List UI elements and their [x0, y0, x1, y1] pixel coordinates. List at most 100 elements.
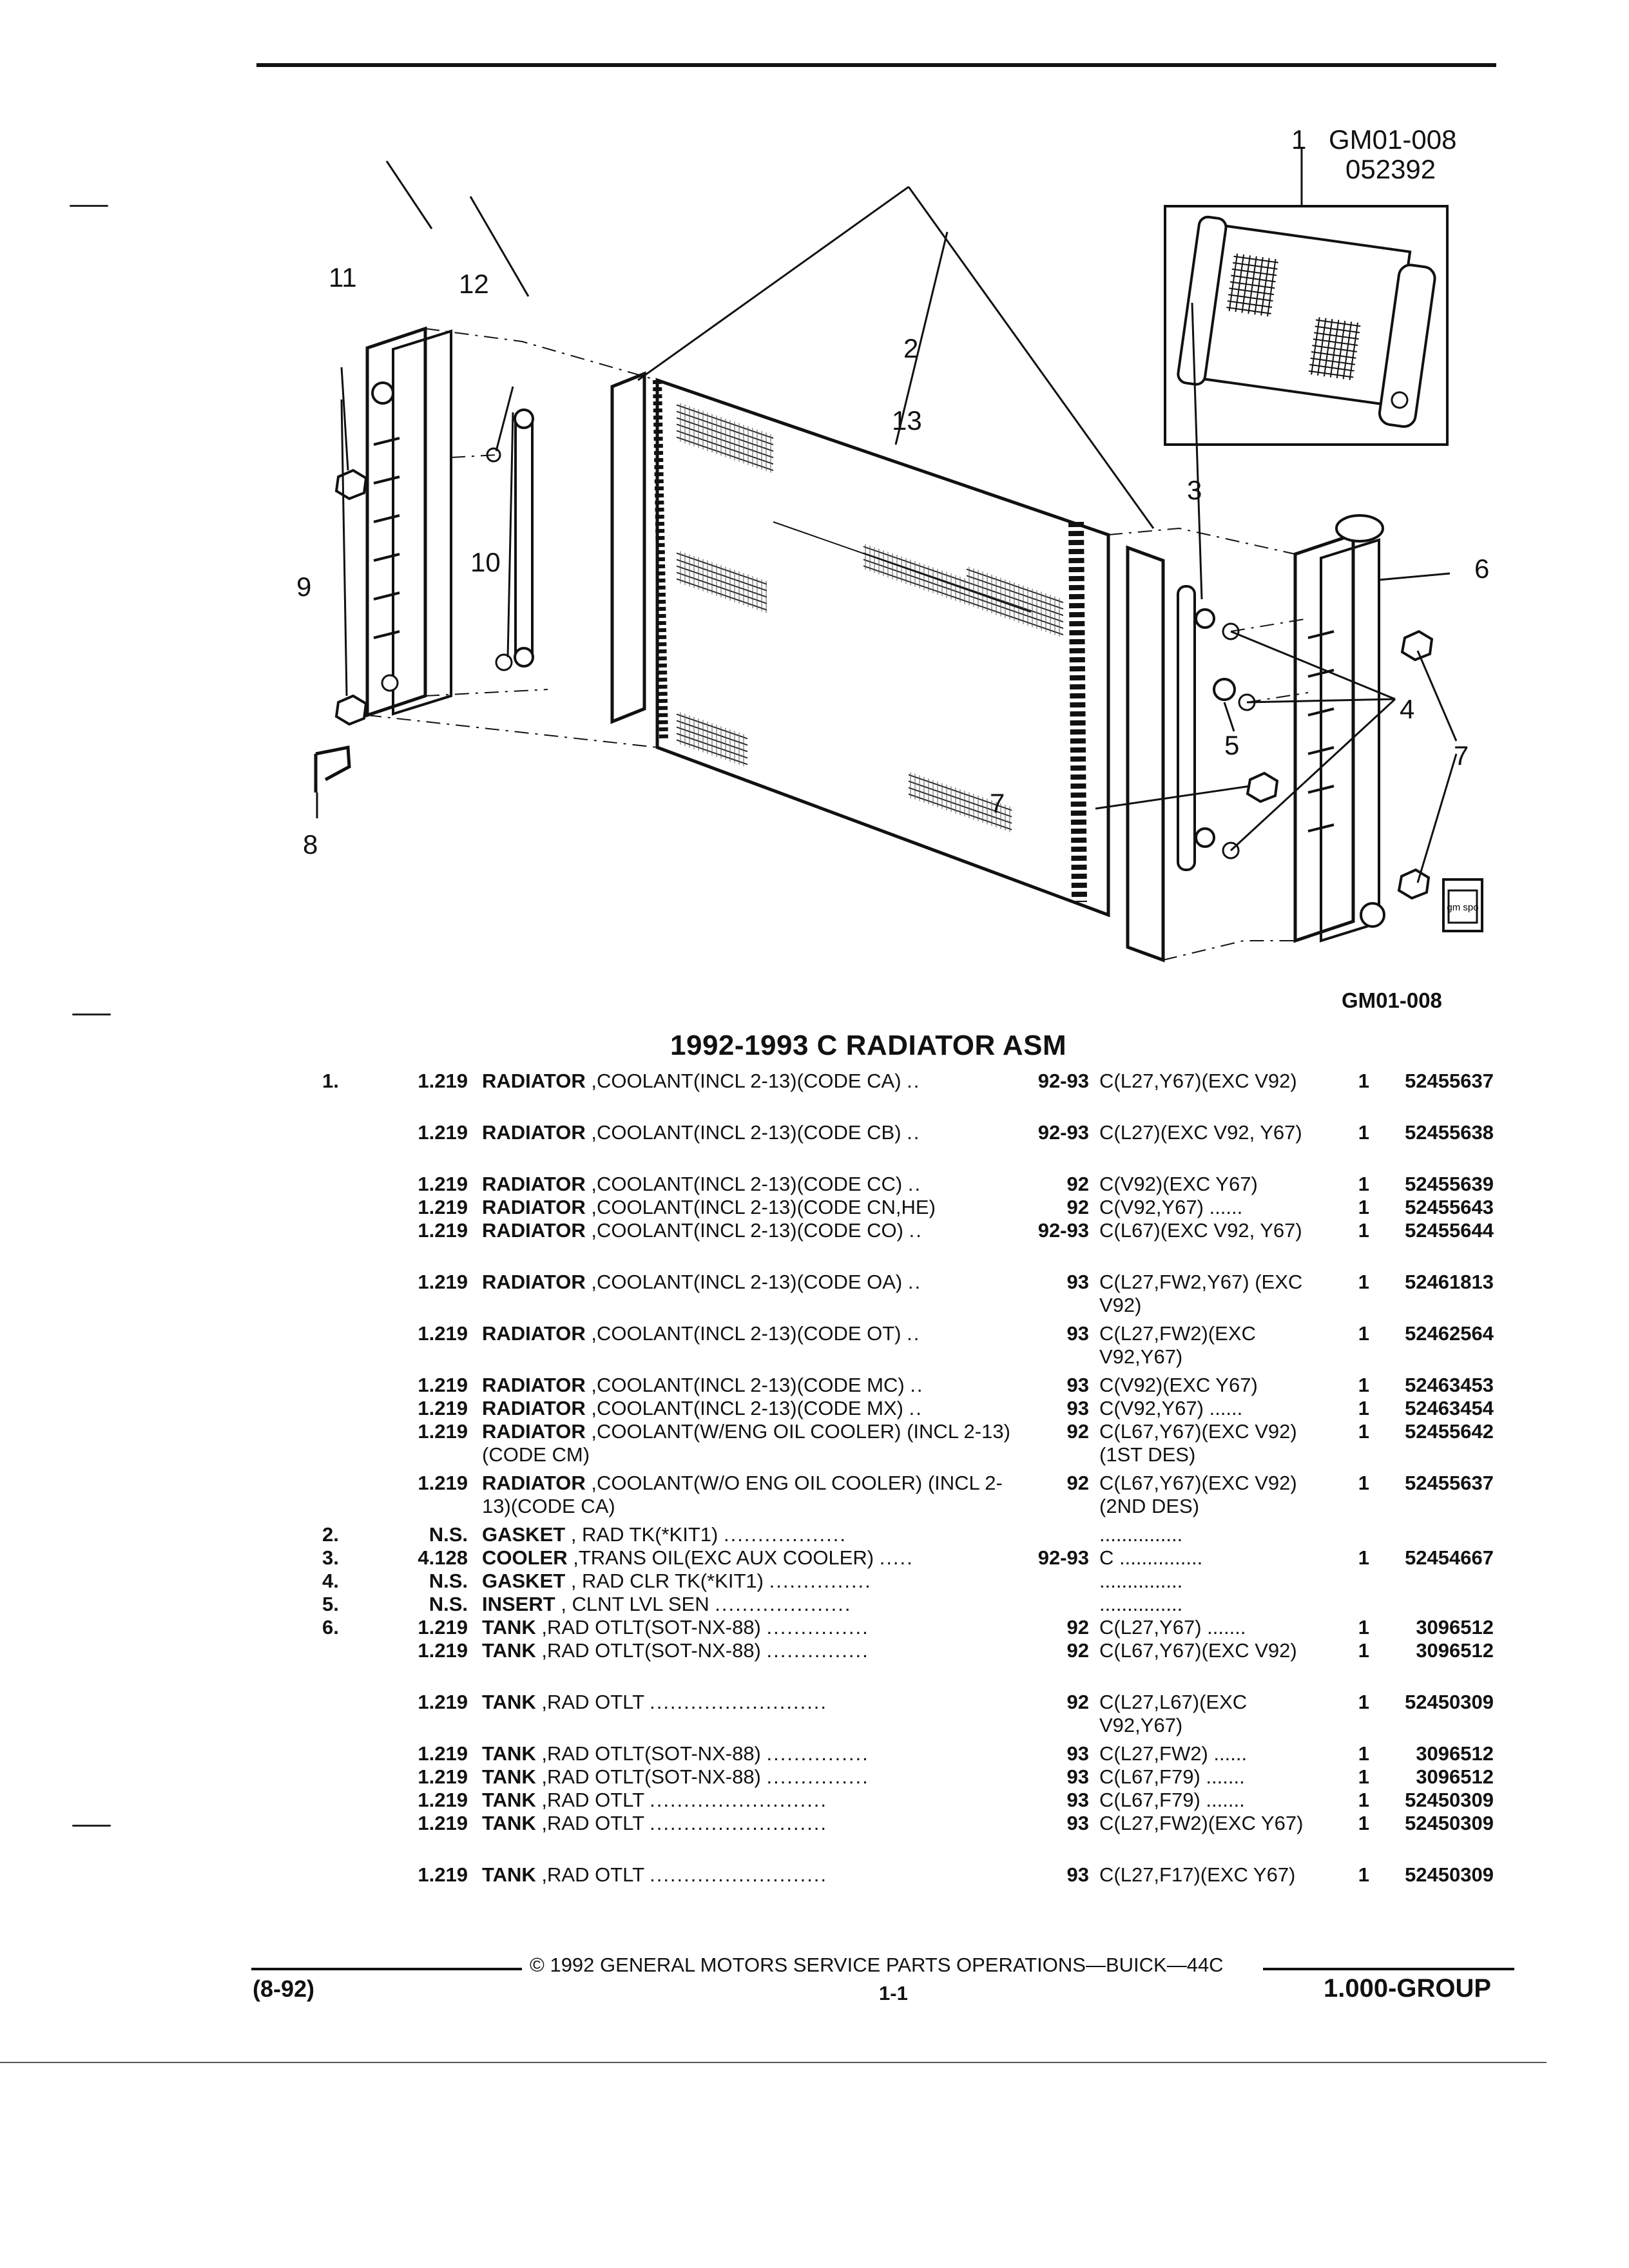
group-number: 1.219 — [418, 1374, 468, 1396]
part-number: 52455639 — [1405, 1173, 1494, 1195]
item-number: 2. — [322, 1523, 339, 1546]
logo-text: gm spo — [1447, 902, 1478, 913]
dot-leader: .. — [907, 1271, 922, 1293]
part-number: 52450309 — [1405, 1789, 1494, 1811]
application: C(L67)(EXC V92, Y67) — [1099, 1219, 1302, 1242]
part-detail: , CLNT LVL SEN — [561, 1593, 709, 1615]
part-detail: ,RAD OTLT(SOT-NX-88) — [541, 1616, 761, 1639]
part-description: RADIATOR ,COOLANT(INCL 2-13)(CODE OA) .. — [482, 1271, 1010, 1294]
part-name: TANK — [482, 1863, 536, 1886]
part-name: GASKET — [482, 1570, 566, 1592]
dot-leader: .......................... — [650, 1812, 828, 1834]
inset-callout: 1 — [1291, 124, 1307, 155]
quantity: 1 — [1358, 1812, 1369, 1834]
part-detail: ,COOLANT(INCL 2-13)(CODE CO) — [591, 1219, 903, 1242]
model-years: 93 — [1066, 1322, 1089, 1345]
footer-rule-right — [1263, 1968, 1514, 1970]
inset-code: GM01-008 — [1329, 124, 1457, 155]
callout-8: 8 — [303, 829, 318, 860]
group-number: N.S. — [429, 1593, 468, 1615]
part-number: 52463454 — [1405, 1397, 1494, 1419]
part-number: 52463453 — [1405, 1374, 1494, 1396]
part-name: GASKET — [482, 1523, 566, 1546]
quantity: 1 — [1358, 1271, 1369, 1293]
part-name: TANK — [482, 1765, 536, 1788]
margin-mark — [72, 1014, 111, 1015]
group-number: 1.219 — [418, 1219, 468, 1242]
model-years: 93 — [1066, 1765, 1089, 1788]
part-number: 52455644 — [1405, 1219, 1494, 1242]
footer-date: (8-92) — [253, 1975, 315, 2002]
radiator-exploded-diagram: gm spo — [314, 148, 1483, 963]
left-radiator-tank — [365, 326, 452, 718]
part-number: 52455638 — [1405, 1121, 1494, 1144]
dot-leader: .......................... — [650, 1863, 828, 1886]
part-name: TANK — [482, 1789, 536, 1811]
footer-rule-left — [251, 1968, 522, 1970]
group-number: 1.219 — [418, 1397, 468, 1419]
item-number: 6. — [322, 1616, 339, 1639]
group-number: 1.219 — [418, 1616, 468, 1639]
part-detail: ,COOLANT(INCL 2-13)(CODE CB) — [591, 1121, 901, 1144]
group-number: N.S. — [429, 1570, 468, 1592]
part-description: RADIATOR ,COOLANT(W/O ENG OIL COOLER) (I… — [482, 1472, 1010, 1518]
part-description: TANK ,RAD OTLT .........................… — [482, 1863, 1010, 1887]
model-years: 92 — [1066, 1639, 1089, 1662]
group-number: 1.219 — [418, 1742, 468, 1765]
group-number: 1.219 — [418, 1765, 468, 1788]
model-years: 92-93 — [1037, 1219, 1089, 1242]
quantity: 1 — [1358, 1765, 1369, 1788]
part-description: TANK ,RAD OTLT(SOT-NX-88) ..............… — [482, 1639, 1010, 1662]
part-description: RADIATOR ,COOLANT(W/ENG OIL COOLER) (INC… — [482, 1420, 1010, 1466]
application: C(L67,Y67)(EXC V92) — [1099, 1639, 1297, 1662]
part-detail: ,COOLANT(INCL 2-13)(CODE CC) — [591, 1173, 903, 1195]
part-detail: ,COOLANT(INCL 2-13)(CODE OT) — [591, 1322, 901, 1345]
quantity: 1 — [1358, 1789, 1369, 1811]
quantity: 1 — [1358, 1863, 1369, 1886]
application: C(L67,F79) ....... — [1099, 1765, 1245, 1788]
section-title: 1992-1993 C RADIATOR ASM — [670, 1030, 1067, 1061]
assembly-lines — [367, 328, 1309, 961]
group-number: 1.219 — [418, 1196, 468, 1218]
part-detail: ,TRANS OIL(EXC AUX COOLER) — [573, 1546, 874, 1569]
quantity: 1 — [1358, 1691, 1369, 1713]
model-years: 92 — [1066, 1196, 1089, 1218]
callout-7-left: 7 — [990, 788, 1005, 818]
item-number: 4. — [322, 1570, 339, 1592]
part-name: TANK — [482, 1812, 536, 1834]
part-name: TANK — [482, 1691, 536, 1713]
part-number: 52455643 — [1405, 1196, 1494, 1218]
gm-spo-logo: gm spo — [1442, 878, 1483, 932]
part-name: TANK — [482, 1742, 536, 1765]
part-detail: ,RAD OTLT — [541, 1691, 644, 1713]
model-years: 92 — [1066, 1616, 1089, 1639]
part-description: TANK ,RAD OTLT .........................… — [482, 1691, 1010, 1714]
item-number: 3. — [322, 1546, 339, 1569]
part-detail: ,RAD OTLT — [541, 1863, 644, 1886]
radiator-core — [653, 378, 1110, 918]
part-description: RADIATOR ,COOLANT(INCL 2-13)(CODE CN,HE) — [482, 1196, 1010, 1219]
part-name: RADIATOR — [482, 1322, 586, 1345]
part-detail: ,RAD OTLT — [541, 1812, 644, 1834]
application: C(L27,FW2,Y67) (EXC V92) — [1099, 1271, 1303, 1316]
group-number: 1.219 — [418, 1173, 468, 1195]
group-number: 1.219 — [418, 1639, 468, 1662]
part-detail: ,COOLANT(INCL 2-13)(CODE MX) — [591, 1397, 903, 1419]
dot-leader: .................. — [723, 1523, 847, 1546]
application: C(V92,Y67) ...... — [1099, 1397, 1243, 1419]
part-name: RADIATOR — [482, 1472, 586, 1494]
dot-leader: ..... — [879, 1546, 914, 1569]
model-years: 93 — [1066, 1863, 1089, 1886]
model-years: 92 — [1066, 1472, 1089, 1494]
quantity: 1 — [1358, 1070, 1369, 1092]
